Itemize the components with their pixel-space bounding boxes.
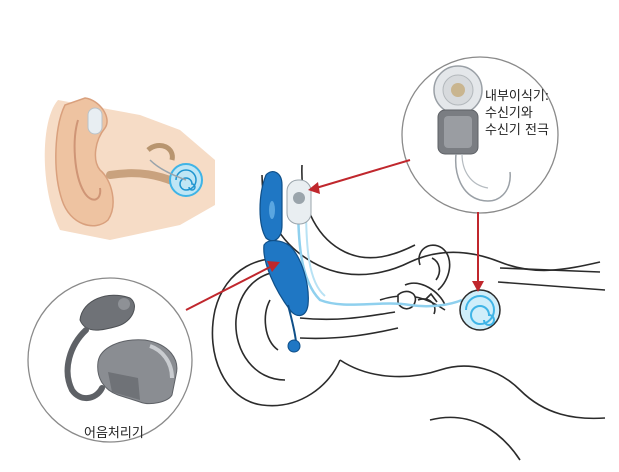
implant-label-line-3: 수신기 전극: [485, 123, 549, 138]
ear-outline-diagram: [211, 164, 606, 461]
implant-label-line-2: 수신기와: [485, 106, 533, 121]
sound-processor: [64, 294, 178, 405]
processor-label: 어음처리기: [84, 426, 144, 441]
cochlear-implant-receiver: [433, 65, 511, 202]
ear-anatomy-illustration: [44, 97, 215, 240]
implant-label-line-1: 내부이식기:: [485, 89, 550, 104]
callout-arrows: [185, 159, 484, 311]
implant-callout: [401, 56, 559, 214]
implant-receiver-in-head: [286, 179, 312, 225]
electrode-lead: [296, 199, 463, 308]
implant-label: 내부이식기: 수신기와 수신기 전극: [485, 88, 549, 139]
processor-callout: [27, 277, 193, 443]
cochlea: [459, 289, 501, 331]
external-processor-blue: [259, 171, 309, 353]
